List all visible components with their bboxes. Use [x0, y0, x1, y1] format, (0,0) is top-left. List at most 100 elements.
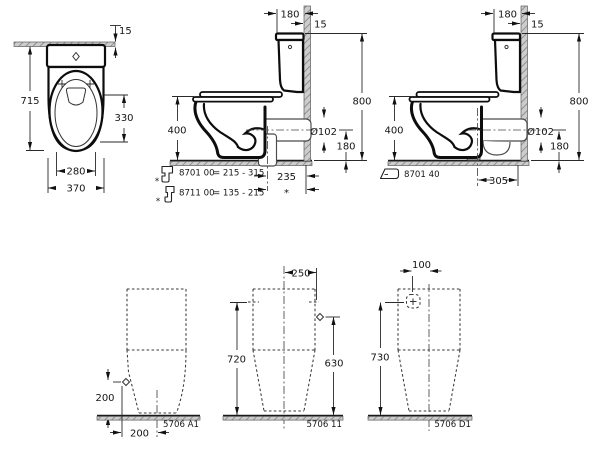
dimension-730: 730 — [370, 302, 404, 415]
dim-label: 180 — [498, 9, 517, 20]
dimension-100: 100 — [400, 260, 442, 292]
dim-label: 235 — [277, 172, 296, 183]
model-number: 5706 D1 — [434, 420, 471, 430]
outline-side-view: 200 200 5706 A1 — [95, 288, 201, 440]
bowl-profile — [193, 100, 267, 159]
bowl-inner-line — [202, 102, 240, 149]
dimension-400: 400 — [384, 96, 411, 160]
dim-label: 180 — [280, 9, 299, 20]
dim-label: 280 — [66, 167, 85, 178]
floor-hatch — [96, 416, 201, 421]
trap-arc — [482, 140, 511, 156]
inlet-marker-icon — [410, 298, 417, 305]
dim-label: 250 — [291, 269, 310, 280]
front-view: 15 715 330 280 — [13, 25, 134, 195]
dim-label: 330 — [114, 113, 133, 124]
dim-label: 370 — [66, 184, 85, 195]
dimension-280: 280 — [56, 152, 96, 178]
seat-ring — [192, 96, 274, 103]
dimension-720: 720 — [227, 302, 247, 415]
dim-label: 200 — [95, 393, 114, 404]
floor-hatch — [169, 161, 313, 166]
dimension-370: 370 — [47, 158, 105, 195]
dimension-715: 715 — [20, 46, 44, 151]
bowl-inner-line — [419, 102, 456, 149]
dimension-800: 800 — [305, 33, 372, 161]
dim-label: Ø102 — [527, 126, 554, 138]
inlet-marker-outline — [405, 293, 421, 309]
outline-back-view: 100 730 5706 D1 — [367, 260, 473, 431]
supply-point-icon — [121, 377, 131, 387]
dimension-180-top: 180 — [481, 9, 535, 33]
cistern-detail-dot — [504, 44, 509, 50]
dimension-180-top: 180 — [264, 9, 318, 33]
dim-label: 720 — [227, 355, 246, 366]
trap-line — [236, 127, 267, 152]
dimension-800: 800 — [522, 33, 589, 161]
trap-line — [453, 127, 483, 152]
cistern-detail-dot — [287, 44, 293, 50]
dim-label: 15 — [314, 19, 327, 30]
dim-label: 15 — [531, 19, 544, 30]
dimension-180-outlet: 180 — [550, 129, 569, 173]
dim-label: 730 — [370, 353, 389, 364]
footnote-asterisk: * — [155, 177, 160, 187]
seat-inner-ring — [54, 79, 98, 147]
dimension-305: 305 — [478, 165, 519, 187]
supply-point-icon — [315, 312, 325, 322]
silhouette-outline — [126, 288, 187, 414]
dim-label: 630 — [324, 359, 343, 370]
vario-outlet-icon — [164, 185, 175, 203]
outlet-code-row-2: * 8711 00 = 135 - 215 — [156, 185, 264, 207]
model-number: 5706 A1 — [163, 420, 199, 430]
variant-asterisk: * — [284, 188, 289, 199]
vertical-outlet-icon — [161, 165, 174, 183]
cistern-side — [277, 38, 305, 94]
outlet-code-row-1: * 8701 00 = 215 - 315 — [155, 165, 264, 187]
dimension-outlet-diameter: Ø102 — [527, 107, 554, 153]
dimension-235: 235 * — [254, 165, 319, 199]
dimension-250: 250 — [285, 268, 317, 300]
dim-label: 200 — [130, 429, 149, 440]
dim-label: 800 — [569, 97, 588, 108]
dim-label: 180 — [336, 142, 355, 153]
dimension-outlet-diameter: Ø102 — [310, 107, 337, 153]
seat-ring — [408, 96, 491, 103]
model-number: 5706 11 — [306, 420, 342, 430]
horizontal-outlet-icon — [379, 168, 400, 180]
product-code: 8711 00 — [179, 189, 215, 199]
floor-hatch — [387, 161, 530, 166]
side-view-wall-outlet: 180 15 800 400 Ø102 180 — [379, 5, 589, 187]
outline-front-view: 250 630 720 5706 11 — [222, 266, 344, 431]
product-range: = 135 - 215 — [213, 189, 264, 199]
dimension-330: 330 — [100, 94, 134, 143]
bowl-profile — [409, 100, 483, 159]
mounting-cross-icons — [58, 80, 94, 88]
product-code: 8701 00 — [179, 169, 215, 179]
dim-label: Ø102 — [310, 126, 337, 138]
dimension-180-outlet: 180 — [336, 129, 356, 173]
flush-button-icon — [72, 51, 80, 62]
dim-label: 400 — [384, 126, 403, 137]
flush-inlet-detail — [65, 87, 87, 106]
dimension-15: 15 — [291, 19, 327, 30]
cistern-side — [493, 38, 522, 94]
side-view-floor-outlet: 180 15 800 400 Ø102 180 — [155, 5, 372, 207]
dim-label: 15 — [119, 26, 132, 37]
product-code: 8701 40 — [404, 170, 440, 180]
floor-hatch — [367, 416, 473, 421]
footnote-asterisk: * — [156, 197, 161, 207]
floor-hatch — [222, 416, 344, 421]
product-range: = 215 - 315 — [213, 169, 264, 179]
dimension-200-horizontal: 200 — [110, 386, 169, 440]
dim-label: 180 — [550, 142, 569, 153]
dimension-630: 630 — [324, 317, 344, 415]
outlet-code-row: 8701 40 — [379, 168, 440, 180]
dimension-15: 15 — [110, 25, 132, 58]
dimension-400: 400 — [167, 96, 194, 160]
dimension-15: 15 — [508, 19, 544, 30]
dim-label: 715 — [20, 96, 39, 107]
dim-label: 305 — [489, 176, 508, 187]
